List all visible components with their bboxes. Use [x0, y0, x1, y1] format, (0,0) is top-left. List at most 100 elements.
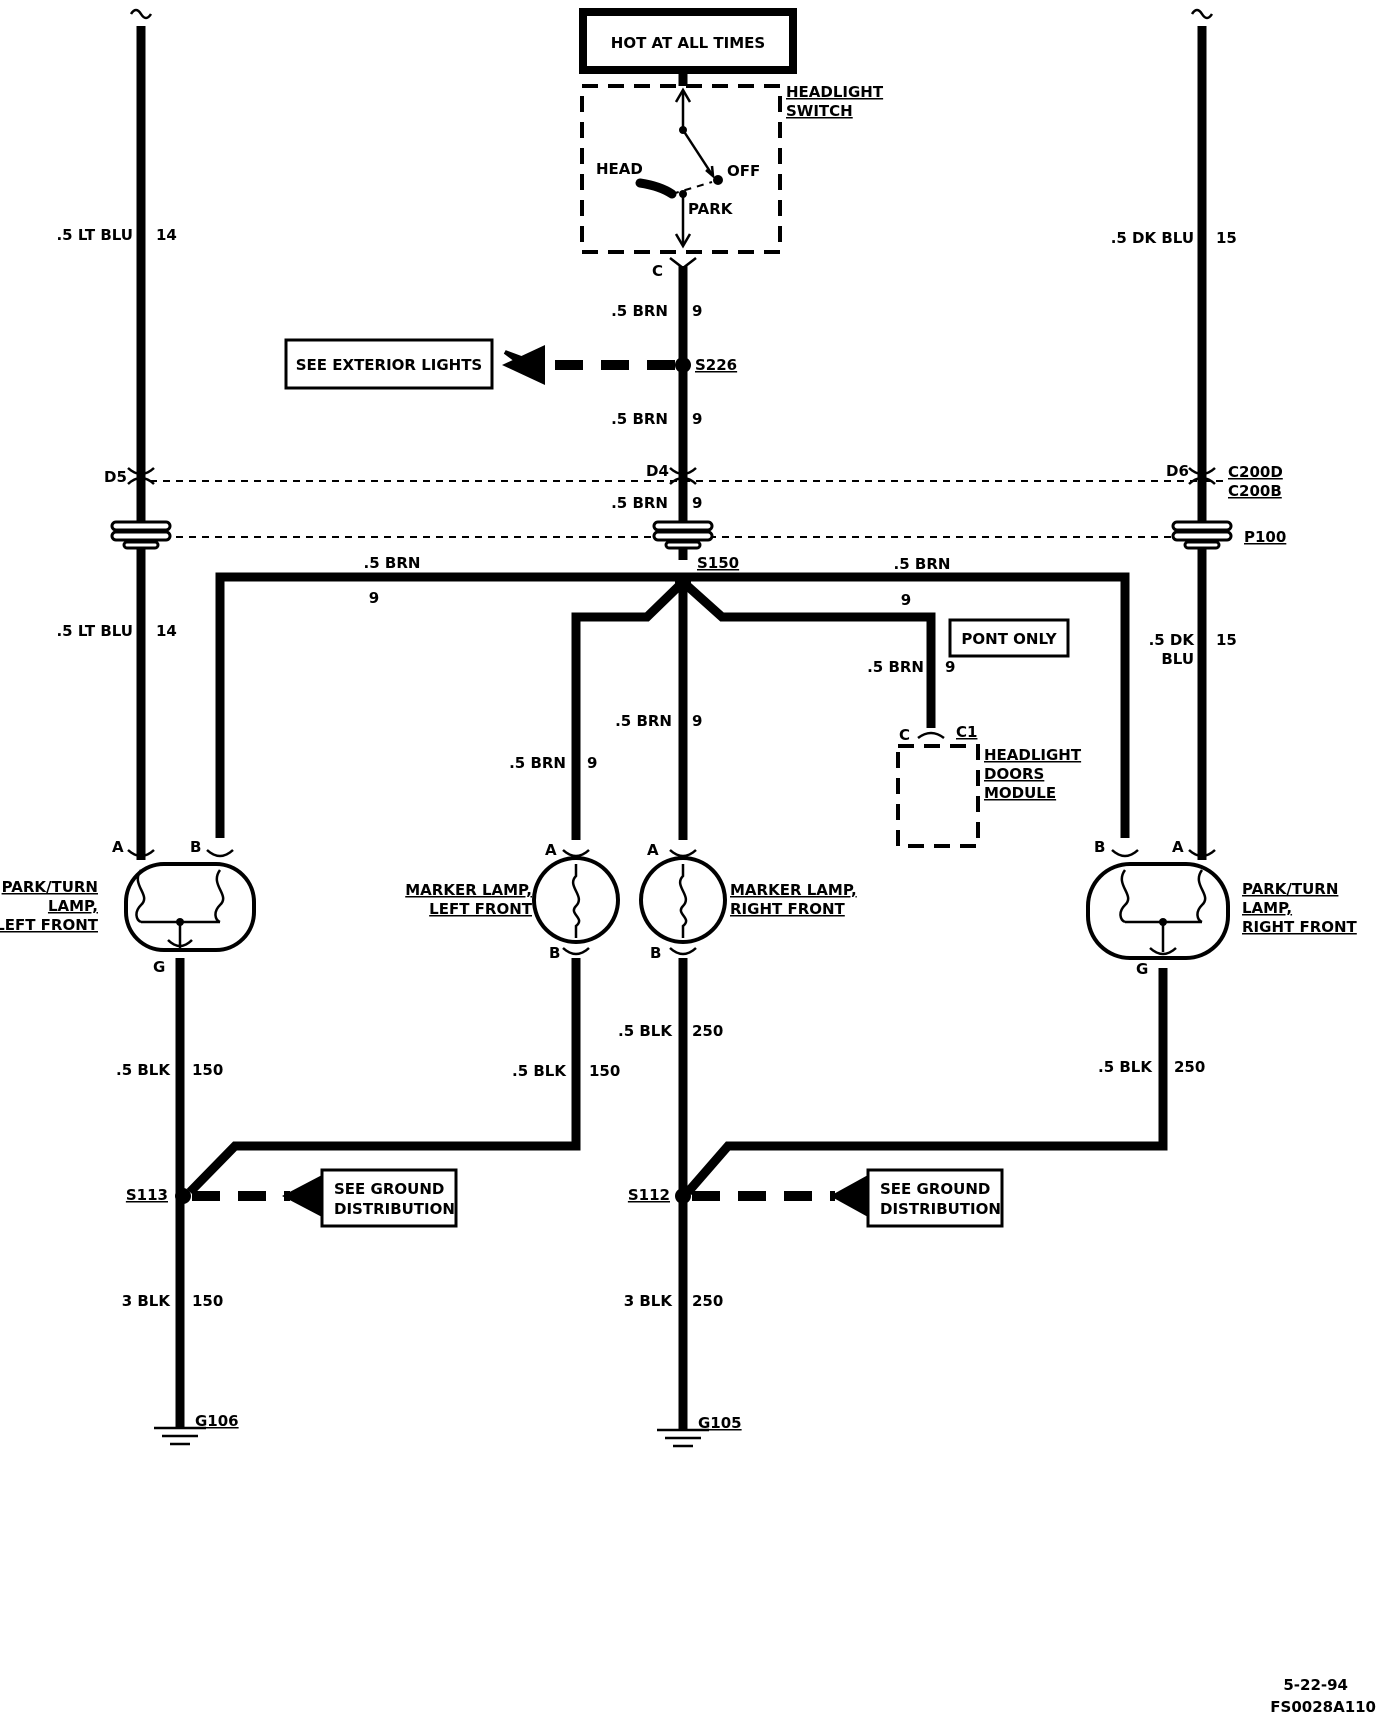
wire-left-upper-circuit: 14: [156, 226, 177, 244]
wire-blk-right-park-circuit: 250: [1174, 1058, 1205, 1076]
see-ground-distribution-left-box[interactable]: SEE GROUND DISTRIBUTION: [320, 1168, 458, 1228]
wire-blk-g106-circuit: 150: [192, 1292, 223, 1310]
headlight-doors-module-line2: DOORS: [984, 765, 1044, 783]
marker-left-label-line1: MARKER LAMP,: [405, 881, 532, 899]
headlight-switch-title-line1: HEADLIGHT: [786, 83, 884, 101]
see-ground-distribution-right-box[interactable]: SEE GROUND DISTRIBUTION: [866, 1168, 1004, 1228]
park-left-label-line2: LAMP,: [48, 897, 98, 915]
wire-blk-g105-circuit: 250: [692, 1292, 723, 1310]
wire-brn-d4-circuit: 9: [692, 494, 702, 512]
wire-brn-center-gauge: .5 BRN: [615, 712, 672, 730]
wire-brn-right-branch-circuit: 9: [901, 591, 911, 609]
wire-brn-left-branch-circuit: 9: [369, 589, 379, 607]
wire-brn-doors-circuit: 9: [945, 658, 955, 676]
headlight-doors-module-line1: HEADLIGHT: [984, 746, 1082, 764]
marker-right-pin-a: A: [647, 841, 659, 859]
footer-code: FS0028A110: [1270, 1698, 1376, 1716]
park-turn-lamp-left: A B G PARK/TURN LAMP, LEFT FRONT: [0, 838, 256, 976]
wire-brn-s226-circuit: 9: [692, 410, 702, 428]
wire-brn-center-circuit: 9: [692, 712, 702, 730]
park-turn-lamp-right: B A G PARK/TURN LAMP, RIGHT FRONT: [1086, 838, 1358, 978]
hot-at-all-times-label: HOT AT ALL TIMES: [611, 34, 765, 52]
wire-blk-right-marker-circuit: 250: [692, 1022, 723, 1040]
splice-s113: [175, 1188, 191, 1204]
wire-brn-switch-circuit: 9: [692, 302, 702, 320]
marker-right-pin-b: B: [650, 944, 661, 962]
ground-g106: G106: [154, 1412, 239, 1446]
wire-left-upper-gauge: .5 LT BLU: [56, 226, 133, 244]
wire-right-lower-gauge-line1: .5 DK: [1149, 631, 1196, 649]
wire-brn-marker-left-gauge: .5 BRN: [509, 754, 566, 772]
park-right-label-line3: RIGHT FRONT: [1242, 918, 1358, 936]
headlight-switch-title-line2: SWITCH: [786, 102, 853, 120]
park-left-pin-b: B: [190, 838, 201, 856]
switch-position-head: HEAD: [596, 160, 643, 178]
park-right-pin-a: A: [1172, 838, 1184, 856]
wire-blk-right-marker-gauge: .5 BLK: [618, 1022, 673, 1040]
marker-left-pin-a: A: [545, 841, 557, 859]
see-ground-left-line2: DISTRIBUTION: [334, 1200, 455, 1218]
park-right-label-line1: PARK/TURN: [1242, 880, 1338, 898]
switch-terminal-c: C: [652, 262, 663, 280]
pont-only-label: PONT ONLY: [961, 630, 1057, 648]
marker-lamp-left: A B MARKER LAMP, LEFT FRONT: [405, 841, 620, 962]
splice-s113-label: S113: [126, 1186, 168, 1204]
headlight-switch: HEADLIGHT SWITCH OFF HEAD PARK: [580, 83, 884, 254]
park-right-pin-g: G: [1136, 960, 1148, 978]
park-left-label-line3: LEFT FRONT: [0, 916, 99, 934]
wire-blk-g106-gauge: 3 BLK: [122, 1292, 172, 1310]
connector-d4: D4: [646, 462, 669, 480]
park-left-pin-g: G: [153, 958, 165, 976]
doors-connector-c: C: [899, 726, 910, 744]
wire-blk-left-park-circuit: 150: [192, 1061, 223, 1079]
marker-left-pin-b: B: [549, 944, 560, 962]
wire-brn-switch-gauge: .5 BRN: [611, 302, 668, 320]
headlight-doors-module-line3: MODULE: [984, 784, 1056, 802]
park-left-pin-a: A: [112, 838, 124, 856]
connector-d6: D6: [1166, 462, 1189, 480]
connector-d5: D5: [104, 468, 127, 486]
marker-right-label-line2: RIGHT FRONT: [730, 900, 846, 918]
splice-s112: [675, 1188, 691, 1204]
wire-right-lower-circuit: 15: [1216, 631, 1237, 649]
switch-position-park: PARK: [688, 200, 734, 218]
wire-brn-d4-gauge: .5 BRN: [611, 494, 668, 512]
wire-brn-s226-gauge: .5 BRN: [611, 410, 668, 428]
splice-s226: [675, 357, 691, 373]
splice-s150-label: S150: [697, 554, 739, 572]
wire-blk-left-marker-circuit: 150: [589, 1062, 620, 1080]
see-ground-right-line2: DISTRIBUTION: [880, 1200, 1001, 1218]
headlight-doors-module: C C1 HEADLIGHT DOORS MODULE: [896, 723, 1082, 848]
connector-c200b: C200B: [1228, 482, 1282, 500]
park-right-label-line2: LAMP,: [1242, 899, 1292, 917]
wire-brn-marker-left-circuit: 9: [587, 754, 597, 772]
connector-p100: P100: [1244, 528, 1286, 546]
splice-s226-label: S226: [695, 356, 737, 374]
wire-blk-left-park-gauge: .5 BLK: [116, 1061, 171, 1079]
see-ground-right-line1: SEE GROUND: [880, 1180, 990, 1198]
wire-brn-right-branch-gauge: .5 BRN: [894, 555, 951, 573]
wire-right-upper-circuit: 15: [1216, 229, 1237, 247]
marker-left-label-line2: LEFT FRONT: [429, 900, 533, 918]
park-left-label-line1: PARK/TURN: [2, 878, 98, 896]
wire-blk-right-park-gauge: .5 BLK: [1098, 1058, 1153, 1076]
connector-c200d: C200D: [1228, 463, 1283, 481]
wire-blk-g105-gauge: 3 BLK: [624, 1292, 674, 1310]
marker-lamp-right: A B MARKER LAMP, RIGHT FRONT: [639, 841, 857, 962]
see-exterior-lights-box[interactable]: SEE EXTERIOR LIGHTS: [284, 338, 494, 390]
wire-right-upper-gauge: .5 DK BLU: [1111, 229, 1194, 247]
marker-right-label-line1: MARKER LAMP,: [730, 881, 857, 899]
see-ground-left-line1: SEE GROUND: [334, 1180, 444, 1198]
hot-at-all-times-box: HOT AT ALL TIMES: [579, 8, 797, 74]
wire-brn-doors-gauge: .5 BRN: [867, 658, 924, 676]
wire-left-lower-circuit: 14: [156, 622, 177, 640]
footer-date: 5-22-94: [1283, 1676, 1348, 1694]
switch-position-off: OFF: [727, 162, 760, 180]
wire-left-lower-gauge: .5 LT BLU: [56, 622, 133, 640]
ground-g105-label: G105: [698, 1414, 742, 1432]
wire-brn-left-branch-gauge: .5 BRN: [364, 554, 421, 572]
see-exterior-lights-label: SEE EXTERIOR LIGHTS: [296, 356, 483, 374]
ground-g106-label: G106: [195, 1412, 239, 1430]
wire-blk-left-marker-gauge: .5 BLK: [512, 1062, 567, 1080]
